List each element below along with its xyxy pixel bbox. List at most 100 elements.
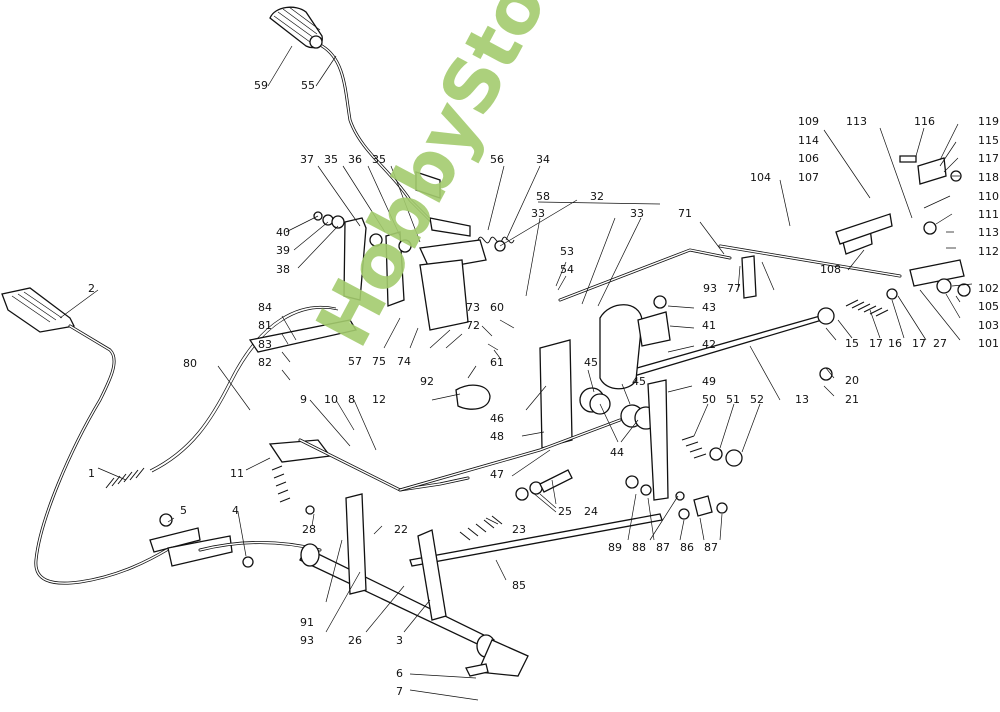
callout-57: 57 xyxy=(348,355,362,368)
callout-33: 33 xyxy=(630,207,644,220)
callout-46: 46 xyxy=(490,412,504,425)
callout-103: 103 xyxy=(978,319,999,332)
callout-45: 45 xyxy=(632,375,646,388)
callout-15: 15 xyxy=(845,337,859,350)
callout-2: 2 xyxy=(88,282,95,295)
callout-112: 112 xyxy=(978,245,999,258)
callout-20: 20 xyxy=(845,374,859,387)
callout-60: 60 xyxy=(490,301,504,314)
callout-47: 47 xyxy=(490,468,504,481)
callout-93: 93 xyxy=(703,282,717,295)
callout-13: 13 xyxy=(795,393,809,406)
callout-88: 88 xyxy=(632,541,646,554)
callout-109: 109 xyxy=(798,115,819,128)
callout-77: 77 xyxy=(727,282,741,295)
callout-35: 35 xyxy=(372,153,386,166)
callout-9: 9 xyxy=(300,393,307,406)
callout-75: 75 xyxy=(372,355,386,368)
callout-87: 87 xyxy=(656,541,670,554)
callout-28: 28 xyxy=(302,523,316,536)
callout-41: 41 xyxy=(702,319,716,332)
callout-16: 16 xyxy=(888,337,902,350)
callout-34: 34 xyxy=(536,153,550,166)
callout-5: 5 xyxy=(180,504,187,517)
callout-43: 43 xyxy=(702,301,716,314)
callout-38: 38 xyxy=(276,263,290,276)
callout-51: 51 xyxy=(726,393,740,406)
callout-33: 33 xyxy=(531,207,545,220)
gear-lever xyxy=(269,6,515,244)
callout-40: 40 xyxy=(276,226,290,239)
callout-117: 117 xyxy=(978,152,999,165)
callout-87: 87 xyxy=(704,541,718,554)
callout-101: 101 xyxy=(978,337,999,350)
callout-106: 106 xyxy=(798,152,819,165)
callout-22: 22 xyxy=(394,523,408,536)
callout-39: 39 xyxy=(276,244,290,257)
callout-119: 119 xyxy=(978,115,999,128)
callout-35: 35 xyxy=(324,153,338,166)
leader-lines xyxy=(59,45,973,701)
callout-108: 108 xyxy=(820,263,841,276)
callout-27: 27 xyxy=(933,337,947,350)
callout-113: 113 xyxy=(978,226,999,239)
callout-3: 3 xyxy=(396,634,403,647)
callout-91: 91 xyxy=(300,616,314,629)
callout-7: 7 xyxy=(396,685,403,698)
callout-105: 105 xyxy=(978,300,999,313)
callout-118: 118 xyxy=(978,171,999,184)
callout-59: 59 xyxy=(254,79,268,92)
callout-80: 80 xyxy=(183,357,197,370)
callout-48: 48 xyxy=(490,430,504,443)
callout-12: 12 xyxy=(372,393,386,406)
callout-37: 37 xyxy=(300,153,314,166)
callout-8: 8 xyxy=(348,393,355,406)
callout-110: 110 xyxy=(978,190,999,203)
callout-49: 49 xyxy=(702,375,716,388)
callout-32: 32 xyxy=(590,190,604,203)
callout-10: 10 xyxy=(324,393,338,406)
callout-36: 36 xyxy=(348,153,362,166)
callout-23: 23 xyxy=(512,523,526,536)
cam-plate-assembly xyxy=(455,295,743,501)
callout-113: 113 xyxy=(846,115,867,128)
callout-45: 45 xyxy=(584,356,598,369)
callout-42: 42 xyxy=(702,338,716,351)
clutch-cable xyxy=(105,305,358,489)
lower-shaft xyxy=(198,418,728,677)
callout-21: 21 xyxy=(845,393,859,406)
callout-74: 74 xyxy=(397,355,411,368)
callout-55: 55 xyxy=(301,79,315,92)
callout-85: 85 xyxy=(512,579,526,592)
callout-116: 116 xyxy=(914,115,935,128)
callout-73: 73 xyxy=(466,301,480,314)
callout-4: 4 xyxy=(232,504,239,517)
callout-52: 52 xyxy=(750,393,764,406)
callout-54: 54 xyxy=(560,263,574,276)
callout-56: 56 xyxy=(490,153,504,166)
callout-93: 93 xyxy=(300,634,314,647)
callout-111: 111 xyxy=(978,208,999,221)
callout-82: 82 xyxy=(258,356,272,369)
callout-107: 107 xyxy=(798,171,819,184)
callout-44: 44 xyxy=(610,446,624,459)
bracket-plates xyxy=(313,211,506,331)
callout-25: 25 xyxy=(558,505,572,518)
callout-6: 6 xyxy=(396,667,403,680)
callout-1: 1 xyxy=(88,467,95,480)
callout-102: 102 xyxy=(978,282,999,295)
callout-72: 72 xyxy=(466,319,480,332)
callout-114: 114 xyxy=(798,134,819,147)
linkage-rods xyxy=(409,227,971,567)
callout-83: 83 xyxy=(258,338,272,351)
callout-50: 50 xyxy=(702,393,716,406)
callout-61: 61 xyxy=(490,356,504,369)
callout-17: 17 xyxy=(912,337,926,350)
callout-17: 17 xyxy=(869,337,883,350)
callout-11: 11 xyxy=(230,467,244,480)
callout-26: 26 xyxy=(348,634,362,647)
hitch-parts xyxy=(835,155,962,245)
callout-53: 53 xyxy=(560,245,574,258)
